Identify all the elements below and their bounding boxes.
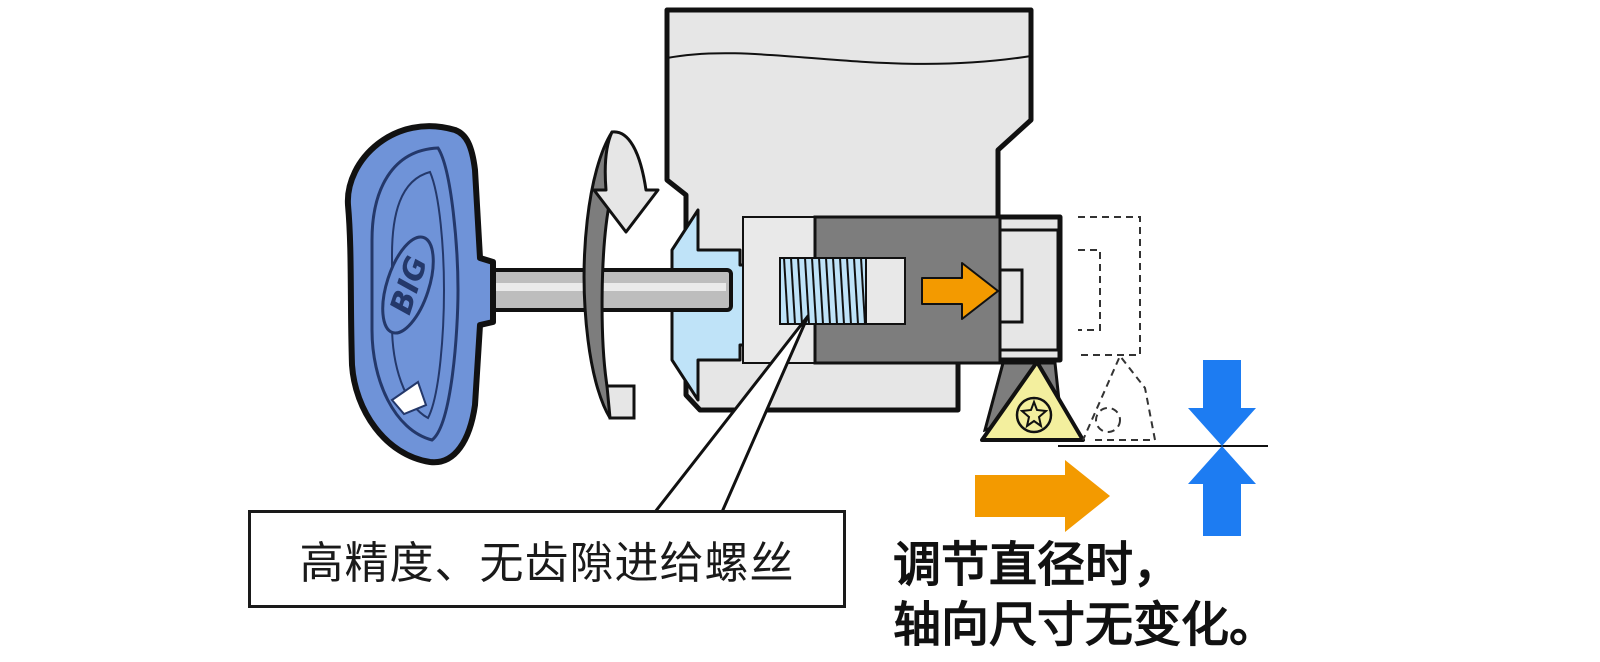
callout-box: 高精度、无齿隙进给螺丝 xyxy=(248,510,846,608)
cutting-insert xyxy=(980,360,1085,442)
callout-label: 高精度、无齿隙进给螺丝 xyxy=(299,538,795,589)
thread-line xyxy=(790,257,796,325)
thread-line xyxy=(832,257,838,325)
feed-screw xyxy=(779,257,867,325)
thread-line xyxy=(839,257,845,325)
note-line-1: 调节直径时， xyxy=(893,537,1182,593)
thread-line xyxy=(818,257,824,325)
thread-line xyxy=(860,257,866,325)
thread-line xyxy=(797,257,803,325)
thread-line xyxy=(811,257,817,325)
thread-line xyxy=(853,257,859,325)
thread-line xyxy=(846,257,852,325)
thread-line xyxy=(783,257,789,325)
thread-line xyxy=(804,257,810,325)
note-line-2: 轴向尺寸无变化。 xyxy=(893,597,1278,653)
dashed-outline xyxy=(1078,216,1157,441)
torx-screw-icon xyxy=(1015,396,1053,434)
orange-arrow-icon xyxy=(921,262,999,320)
feed-direction-arrow-icon xyxy=(975,460,1110,532)
blue-arrows-icon xyxy=(1188,360,1256,536)
thread-line xyxy=(825,257,831,325)
adjustment-note: 调节直径时， 轴向尺寸无变化。 xyxy=(893,535,1573,655)
callout-pointer xyxy=(653,314,810,513)
rotation-arrow-icon xyxy=(582,130,660,420)
